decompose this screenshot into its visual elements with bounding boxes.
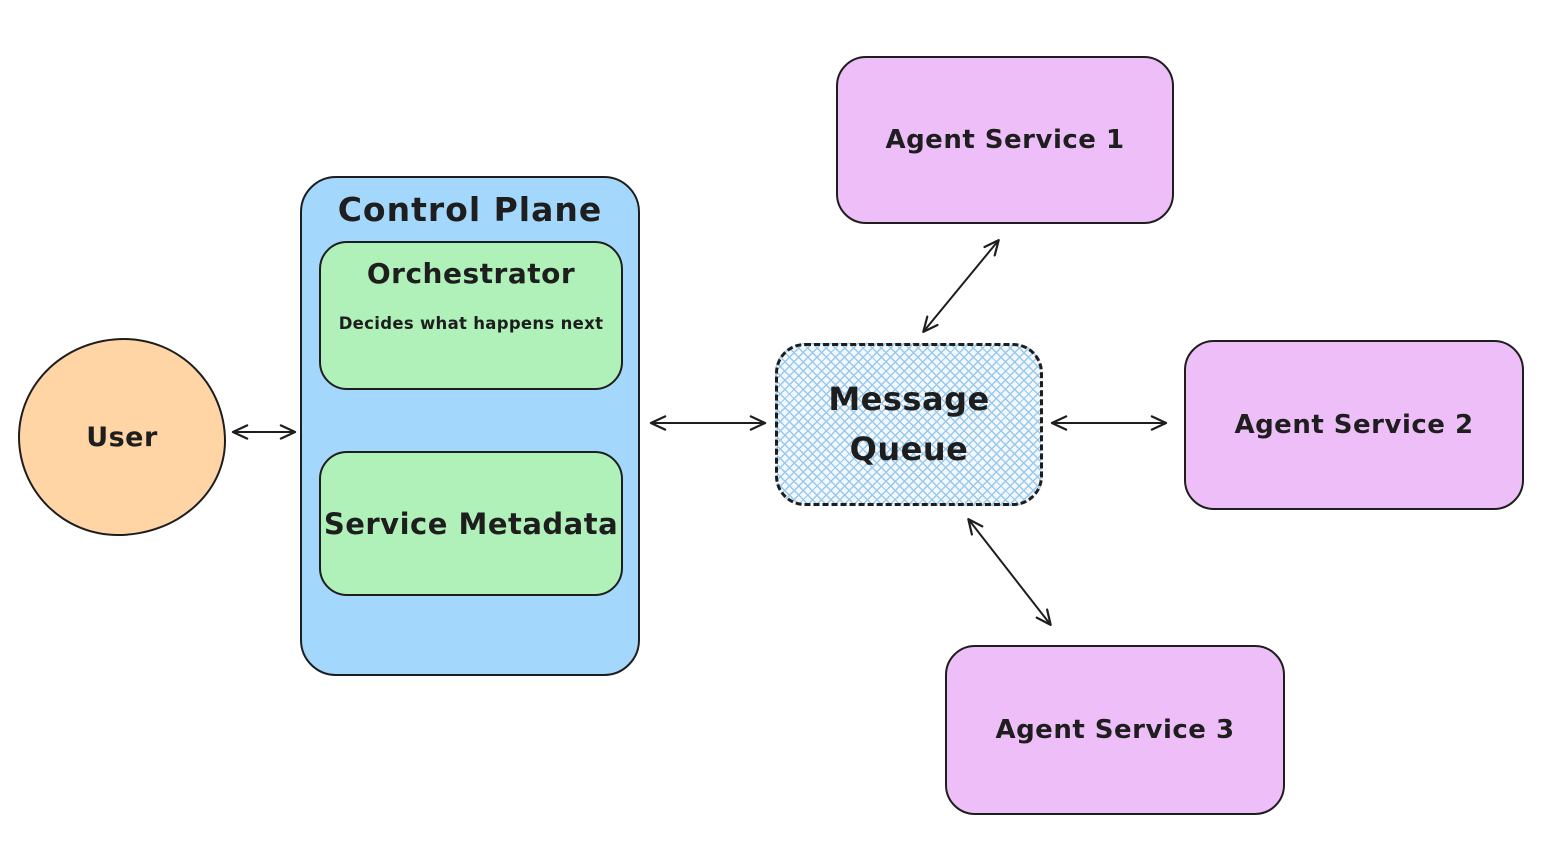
node-service-metadata: Service Metadata bbox=[319, 451, 623, 596]
arrow-message-queue-agent-service-1 bbox=[922, 239, 1000, 333]
node-agent-service-2: Agent Service 2 bbox=[1184, 340, 1524, 510]
arrow-message-queue-agent-service-3 bbox=[967, 518, 1052, 626]
node-message-queue: Message Queue bbox=[775, 343, 1043, 506]
orchestrator-subtitle: Decides what happens next bbox=[338, 314, 604, 333]
control-plane-title: Control Plane bbox=[337, 190, 603, 229]
node-agent-service-3: Agent Service 3 bbox=[945, 645, 1285, 815]
agent-service-1-label: Agent Service 1 bbox=[885, 125, 1125, 155]
service-metadata-label: Service Metadata bbox=[323, 506, 619, 541]
orchestrator-title: Orchestrator bbox=[366, 257, 576, 290]
node-agent-service-1: Agent Service 1 bbox=[836, 56, 1174, 224]
node-orchestrator: Orchestrator Decides what happens next bbox=[319, 241, 623, 390]
node-user: User bbox=[18, 338, 226, 536]
agent-service-3-label: Agent Service 3 bbox=[995, 715, 1235, 745]
agent-service-2-label: Agent Service 2 bbox=[1234, 410, 1474, 440]
message-queue-label: Message Queue bbox=[828, 379, 990, 468]
node-control-plane: Control Plane Orchestrator Decides what … bbox=[300, 176, 640, 676]
user-label: User bbox=[86, 421, 158, 453]
